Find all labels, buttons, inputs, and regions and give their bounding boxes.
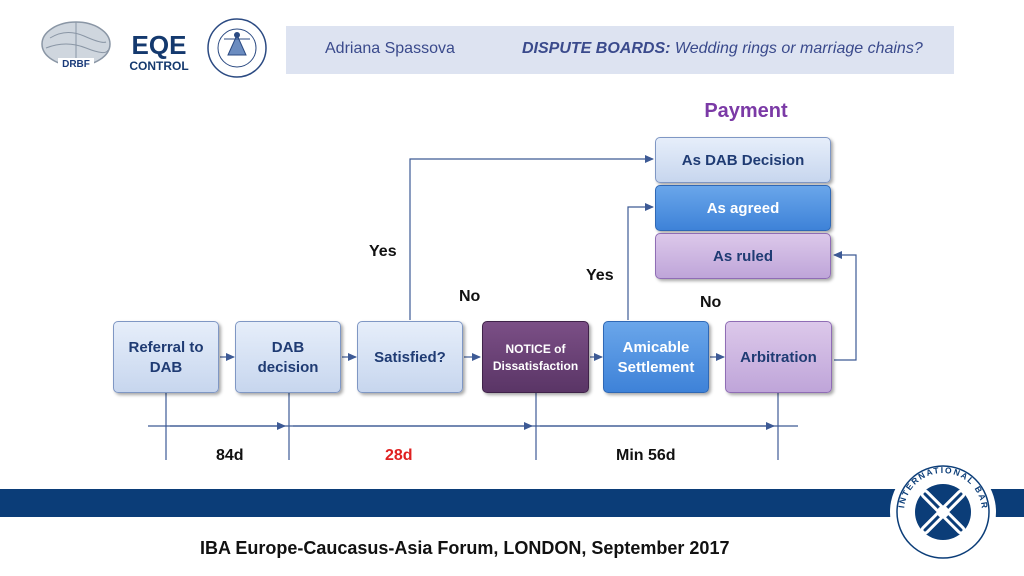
- header-banner: [286, 26, 954, 74]
- bscl-logo: [207, 18, 267, 78]
- amicable-yes-label: Yes: [586, 267, 614, 284]
- amicable-line-1: Amicable: [622, 338, 690, 356]
- dab-decision-box: DAB decision: [235, 321, 341, 393]
- amicable-no-label: No: [700, 294, 722, 311]
- dab-decision-line-2: decision: [257, 358, 319, 376]
- referral-line-1: Referral to: [128, 338, 204, 356]
- arrow-amicable-yes: [627, 203, 654, 320]
- referral-to-dab-box: Referral to DAB: [113, 321, 219, 393]
- payment-heading: Payment: [704, 100, 788, 122]
- referral-line-2: DAB: [149, 358, 183, 376]
- iba-logo: INTERNATIONAL BAR ASSOCIATION: [888, 457, 996, 565]
- arrow-arbitration-to-ruled: [833, 251, 857, 361]
- drbf-logo-text: DRBF: [62, 59, 90, 70]
- title-rest: Wedding rings or marriage chains?: [670, 40, 923, 57]
- payment-as-agreed: As agreed: [655, 185, 831, 231]
- arbitration-box: Arbitration: [725, 321, 832, 393]
- payment-as-ruled-label: As ruled: [712, 247, 773, 265]
- dab-decision-line-1: DAB: [271, 338, 305, 356]
- payment-as-agreed-label: As agreed: [706, 199, 780, 217]
- satisfied-no-label: No: [459, 288, 481, 305]
- author-name: Adriana Spassova: [325, 40, 455, 57]
- notice-line-2: Dissatisfaction: [492, 358, 579, 373]
- arrow-satisfied-yes: [409, 155, 654, 320]
- notice-line-1: NOTICE of: [505, 341, 566, 356]
- arbitration-label: Arbitration: [740, 348, 817, 366]
- payment-as-ruled: As ruled: [655, 233, 831, 279]
- payment-as-dab-decision: As DAB Decision: [655, 137, 831, 183]
- title-bold: DISPUTE BOARDS:: [522, 40, 671, 57]
- eqe-control-text: CONTROL: [129, 59, 188, 73]
- presentation-title: DISPUTE BOARDS: Wedding rings or marriag…: [522, 40, 923, 58]
- duration-84d: 84d: [216, 447, 244, 464]
- eqe-logo-text: EQE: [132, 30, 187, 60]
- duration-min-56d: Min 56d: [616, 447, 676, 464]
- drbf-logo: DRBF: [41, 21, 111, 70]
- satisfied-box: Satisfied?: [357, 321, 463, 393]
- satisfied-yes-label: Yes: [369, 243, 397, 260]
- notice-of-dissatisfaction-box: NOTICE of Dissatisfaction: [482, 321, 589, 393]
- footer-event-text: IBA Europe-Caucasus-Asia Forum, LONDON, …: [200, 538, 730, 558]
- satisfied-label: Satisfied?: [374, 348, 446, 366]
- eqe-control-logo: EQE CONTROL: [129, 30, 188, 73]
- payment-as-dab-decision-label: As DAB Decision: [681, 151, 805, 169]
- amicable-line-2: Settlement: [617, 358, 695, 376]
- duration-28d: 28d: [385, 447, 413, 464]
- footer-band: [0, 489, 1024, 517]
